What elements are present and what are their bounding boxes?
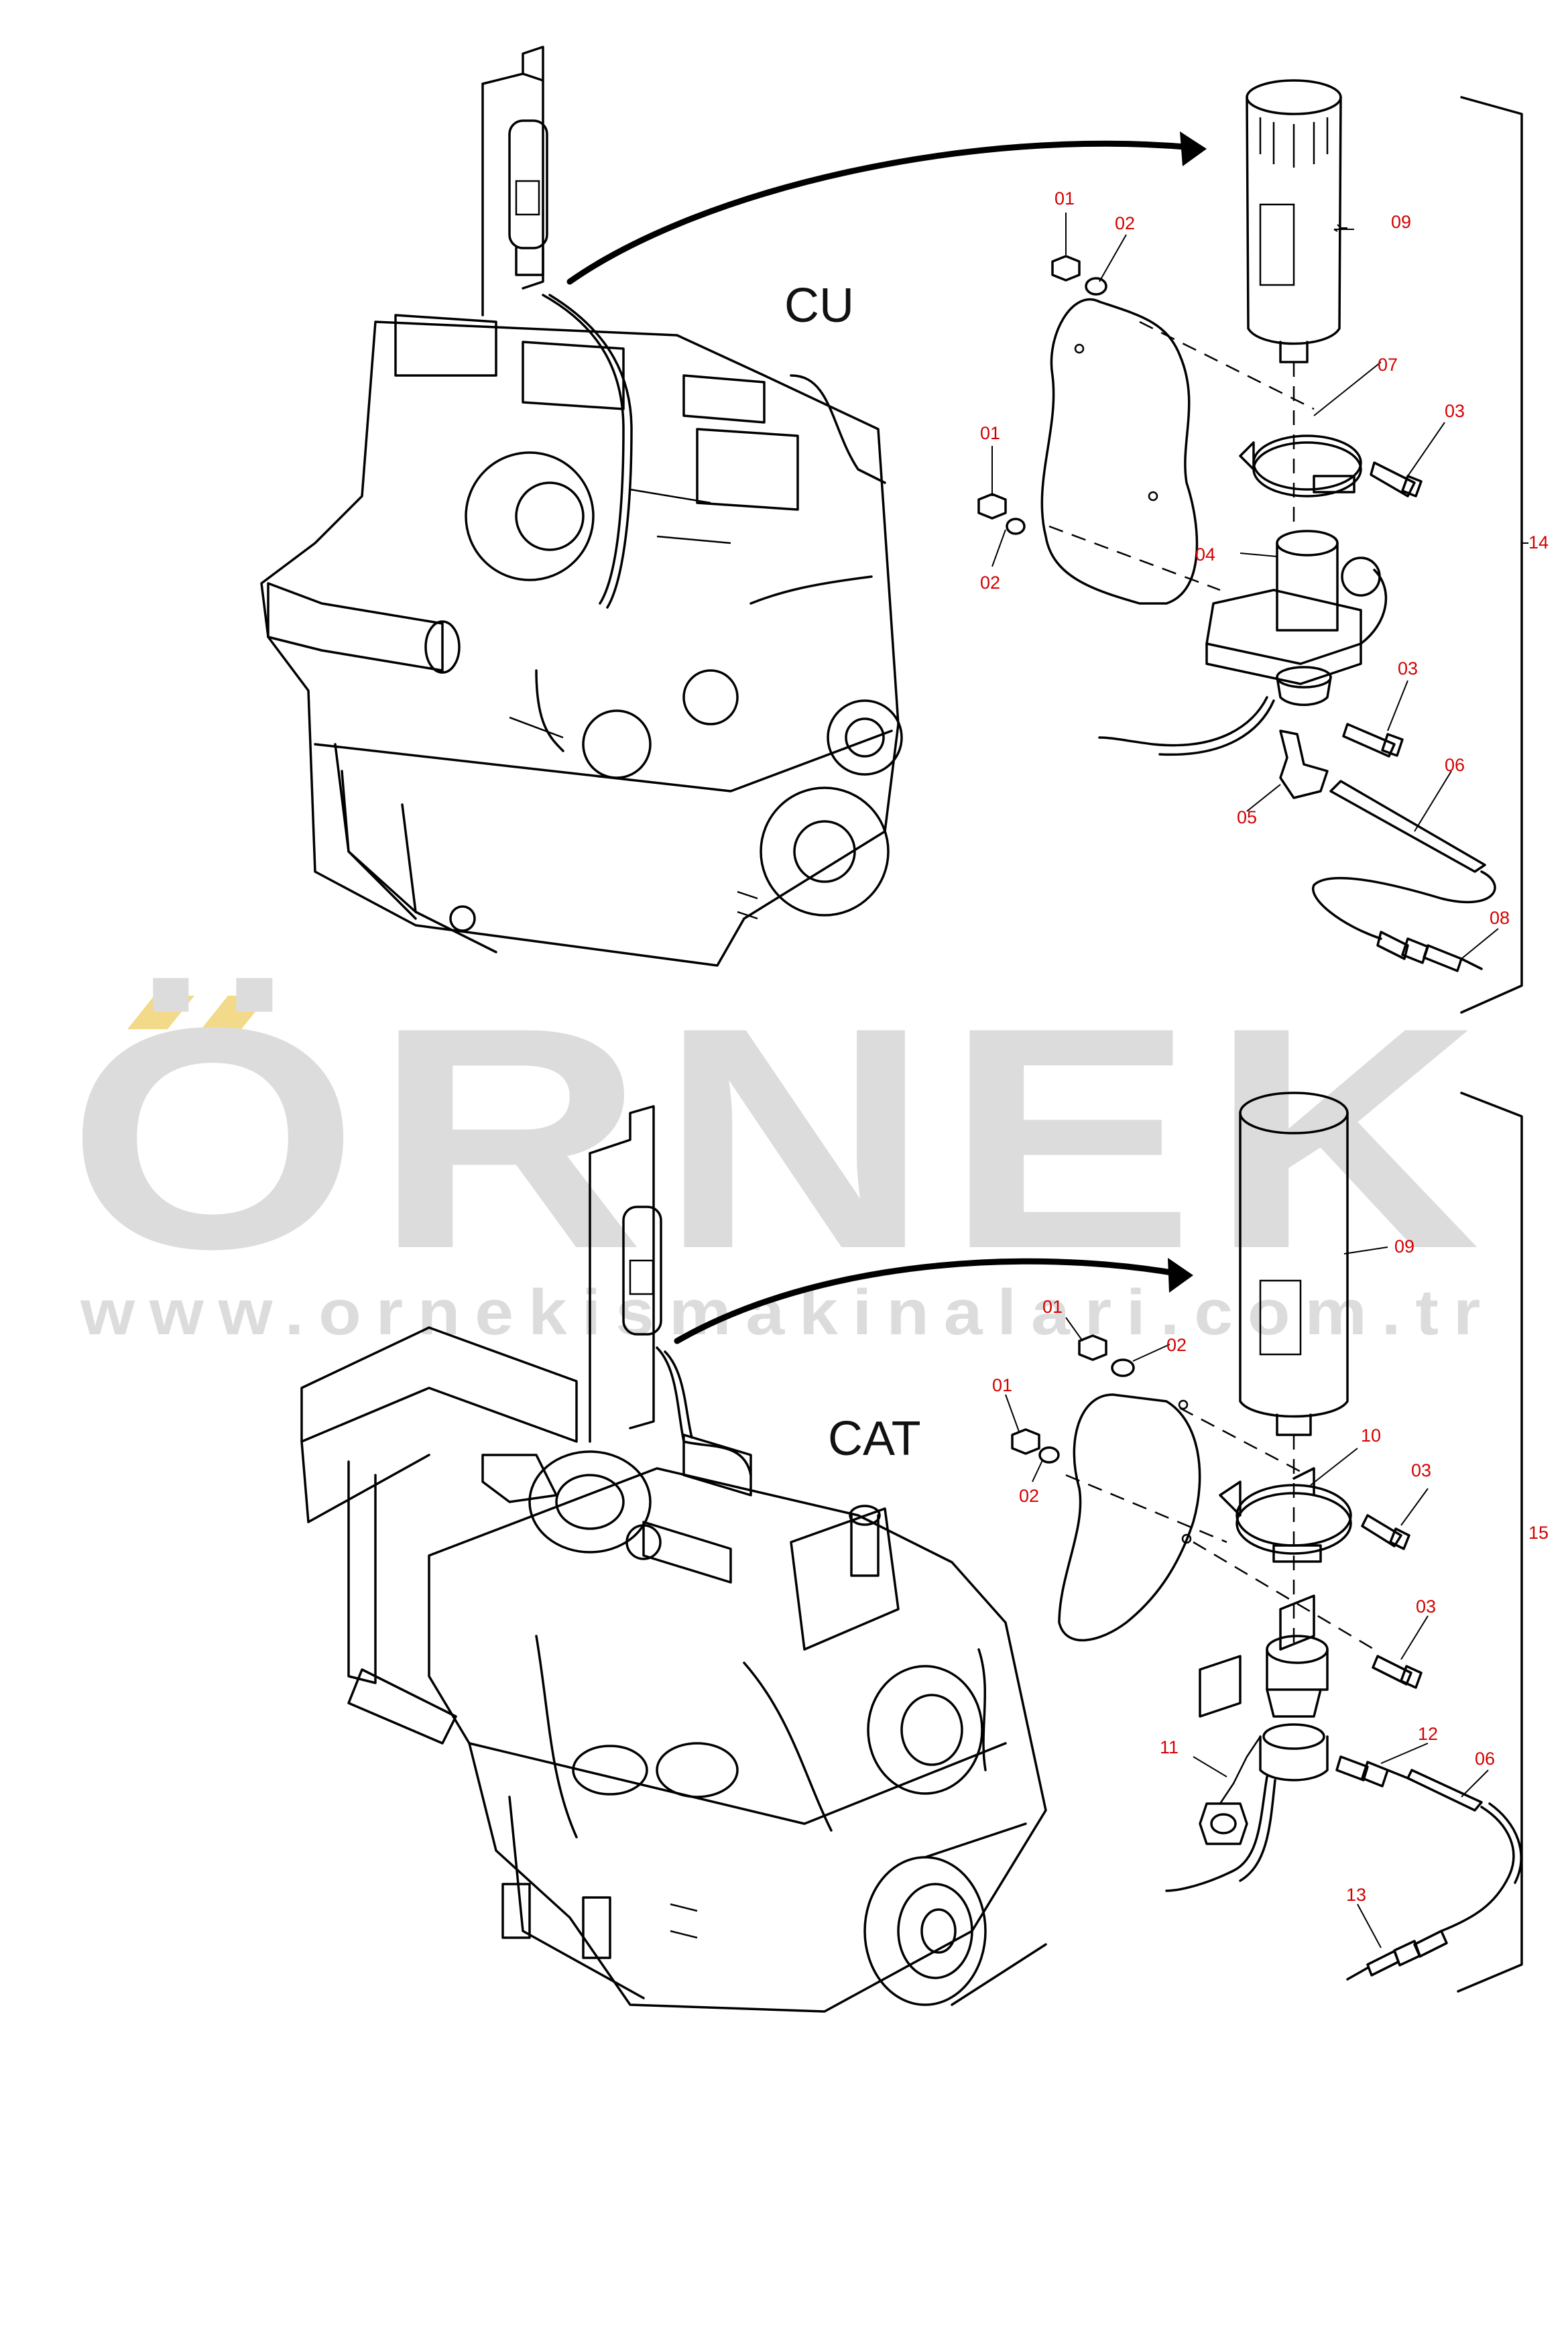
section-cat-label: CAT <box>828 1412 921 1466</box>
filter-head-04-cu <box>1205 530 1388 706</box>
callout-09-cat: 09 <box>1394 1236 1414 1256</box>
exploded-parts-cu <box>977 79 1528 1014</box>
fitting-12-cat <box>1335 1755 1409 1788</box>
callout-07-cu: 07 <box>1378 355 1398 375</box>
fitting-13-cat <box>1346 1930 1448 1981</box>
watermark-url: www.ornekismakinalari.com.tr <box>80 1277 1495 1348</box>
callout-03-low-cat: 03 <box>1416 1596 1436 1617</box>
nut-01-top-cu <box>1051 255 1081 282</box>
bolt-03-low-cu <box>1342 723 1404 758</box>
drain-valve-11-cat <box>1199 1736 1262 1845</box>
clamp-07-cu <box>1239 434 1362 498</box>
section-cu-label: CU <box>784 279 854 333</box>
callout-12-cat: 12 <box>1418 1724 1438 1744</box>
assembly-bracket-14 <box>1460 96 1523 1014</box>
section-cu: CU <box>260 46 1549 1014</box>
nut-01-mid-cat <box>1011 1428 1040 1455</box>
callout-08-cu: 08 <box>1490 908 1510 928</box>
callout-04-cu: 04 <box>1195 544 1215 565</box>
fuel-filter-cu <box>1246 79 1342 363</box>
watermark-accent-right <box>201 996 268 1029</box>
fuel-filter-cat <box>1239 1092 1349 1436</box>
bolt-03-low-cat <box>1372 1655 1423 1689</box>
watermark-accent-left <box>127 996 194 1029</box>
gasket-plate-cat <box>1058 1393 1201 1641</box>
callout-01-mid-cat: 01 <box>992 1375 1012 1395</box>
watermark: ÖRNEK www.ornekismakinalari.com.tr <box>67 962 1495 1348</box>
bolt-03-top-cu <box>1370 461 1423 498</box>
arrow-cu-head <box>1180 131 1207 166</box>
callouts-cat: 01 02 09 01 02 10 03 03 11 12 06 13 15 <box>992 1236 1549 1948</box>
callout-06-cu: 06 <box>1445 755 1465 775</box>
washer-02-top-cu <box>1085 277 1107 296</box>
clamp-10-cat <box>1219 1467 1352 1563</box>
callout-14: 14 <box>1528 532 1549 552</box>
engine-cu-drawing <box>260 46 903 967</box>
fitting-08-cu <box>1376 931 1483 972</box>
washer-02-mid-cu <box>1006 518 1026 535</box>
callout-13-cat: 13 <box>1346 1885 1366 1905</box>
bolt-03-top-cat <box>1361 1514 1410 1550</box>
callout-02-top-cu: 02 <box>1115 213 1135 233</box>
nut-01-mid-cu <box>977 493 1007 520</box>
callouts-cu: 01 02 09 07 03 01 02 04 03 06 05 08 14 <box>980 188 1549 959</box>
fuel-hose-06-cat <box>1406 1769 1483 1812</box>
callout-01-top-cu: 01 <box>1054 188 1075 209</box>
elbow-fitting-05-cu <box>1279 729 1329 799</box>
engine-cat-drawing <box>300 1105 1047 2013</box>
nut-01-top-cat <box>1078 1334 1107 1361</box>
callout-15: 15 <box>1528 1523 1549 1543</box>
callout-03-top-cu: 03 <box>1445 401 1465 421</box>
arrow-cu <box>566 140 1197 285</box>
section-cat: CAT <box>300 1092 1549 2013</box>
callout-02-top-cat: 02 <box>1166 1335 1187 1355</box>
washer-02-mid-cat <box>1038 1446 1060 1464</box>
callout-10-cat: 10 <box>1361 1425 1381 1446</box>
washer-02-top-cat <box>1111 1358 1135 1377</box>
watermark-word: ÖRNEK <box>67 962 1495 1314</box>
callout-03-top-cat: 03 <box>1411 1460 1431 1480</box>
arrow-cat <box>674 1258 1183 1344</box>
callout-01-top-cat: 01 <box>1042 1297 1063 1317</box>
callout-06-cat: 06 <box>1475 1749 1495 1769</box>
exploded-parts-cat <box>1011 1092 1523 1993</box>
callout-02-mid-cat: 02 <box>1019 1486 1039 1506</box>
callout-02-mid-cu: 02 <box>980 573 1000 593</box>
callout-05-cu: 05 <box>1237 807 1257 827</box>
gasket-plate-cu <box>1040 298 1199 605</box>
callout-09-cu: 09 <box>1391 212 1411 232</box>
assembly-bracket-15 <box>1457 1092 1523 1993</box>
filter-head-cat <box>1199 1594 1329 1781</box>
fuel-hose-06-cu <box>1329 780 1486 873</box>
callout-01-mid-cu: 01 <box>980 423 1000 443</box>
callout-03-low-cu: 03 <box>1398 658 1418 679</box>
callout-11-cat: 11 <box>1160 1737 1179 1757</box>
arrow-cat-head <box>1168 1258 1193 1293</box>
